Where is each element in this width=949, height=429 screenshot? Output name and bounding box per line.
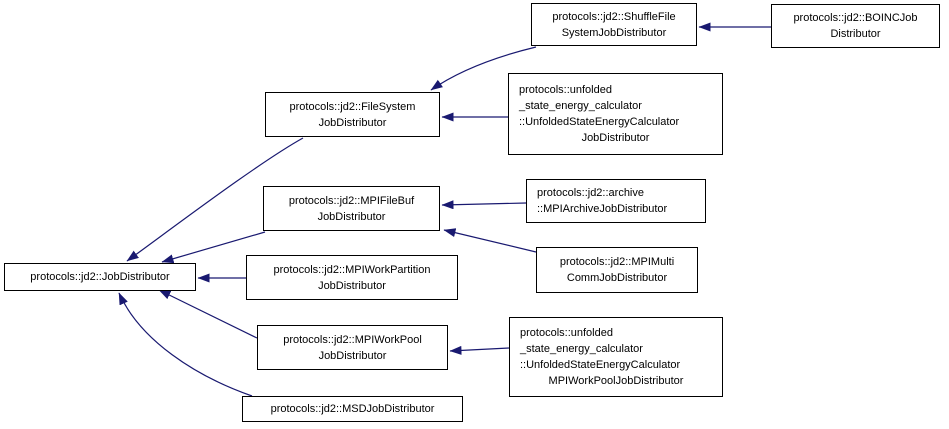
inheritance-arrow-mpi-file-buf-job-distributor <box>161 231 266 264</box>
class-node-label-line: Distributor <box>830 28 881 40</box>
class-node-label-line: protocols::jd2::BOINCJob <box>793 12 918 24</box>
class-node-label-line: ::UnfoldedStateEnergyCalculator <box>519 116 680 128</box>
class-node-label-line: ::MPIArchiveJobDistributor <box>537 203 668 215</box>
class-node-msd-job-distributor[interactable]: protocols::jd2::MSDJobDistributor <box>242 396 463 422</box>
class-node-unfolded-state-energy-calculator-job-distributor[interactable]: protocols::unfolded_state_energy_calcula… <box>508 73 723 155</box>
class-node-label-line: protocols::jd2::archive <box>537 187 644 199</box>
class-node-label-line: protocols::jd2::ShuffleFile <box>552 10 676 23</box>
class-node-unfolded-state-energy-calculator-mpi-work-pool-job-distributor[interactable]: protocols::unfolded_state_energy_calcula… <box>509 317 723 397</box>
class-node-label-line: protocols::jd2::MSDJobDistributor <box>270 403 435 415</box>
class-node-label-line: protocols::jd2::JobDistributor <box>30 271 170 283</box>
inheritance-arrow-unfolded-state-energy-calculator-mpi-work-pool-job-distributor <box>449 345 510 355</box>
class-node-label-line: SystemJobDistributor <box>561 26 667 39</box>
inheritance-arrow-file-system-job-distributor <box>126 137 304 262</box>
edge-group <box>118 22 771 397</box>
class-node-label-line: JobDistributor <box>317 210 386 223</box>
inheritance-arrow-mpi-work-pool-job-distributor <box>158 289 258 339</box>
class-node-label-line: protocols::jd2::MPIMulti <box>559 256 675 268</box>
inheritance-arrow-shuffle-file-system-job-distributor <box>430 46 537 91</box>
class-node-label-line: protocols::unfolded <box>519 84 612 96</box>
class-node-mpi-archive-job-distributor[interactable]: protocols::jd2::archive::MPIArchiveJobDi… <box>526 179 706 223</box>
class-node-label-line: JobDistributor <box>318 116 387 129</box>
class-node-label-line: ::UnfoldedStateEnergyCalculator <box>520 359 681 371</box>
class-node-label-line: JobDistributor <box>581 132 650 144</box>
class-node-label-line: _state_energy_calculator <box>520 343 643 355</box>
class-node-label-line: protocols::unfolded <box>520 327 613 339</box>
inheritance-arrow-mpi-multi-comm-job-distributor <box>443 228 537 253</box>
class-node-label-line: JobDistributor <box>318 279 386 292</box>
class-node-label-line: MPIWorkPoolJobDistributor <box>548 375 684 387</box>
inheritance-arrow-msd-job-distributor <box>118 292 253 397</box>
inheritance-arrow-mpi-archive-job-distributor <box>441 200 527 210</box>
class-node-label-line: protocols::jd2::MPIFileBuf <box>288 194 415 207</box>
class-node-label-line: CommJobDistributor <box>566 272 668 284</box>
class-node-label-line: protocols::jd2::FileSystem <box>289 100 416 113</box>
class-node-label-line: _state_energy_calculator <box>519 100 642 112</box>
class-node-job-distributor[interactable]: protocols::jd2::JobDistributor <box>4 263 196 291</box>
class-node-label-line: protocols::jd2::MPIWorkPool <box>283 333 422 346</box>
class-node-label-line: JobDistributor <box>318 349 387 362</box>
class-node-label-line: protocols::jd2::MPIWorkPartition <box>273 263 431 276</box>
